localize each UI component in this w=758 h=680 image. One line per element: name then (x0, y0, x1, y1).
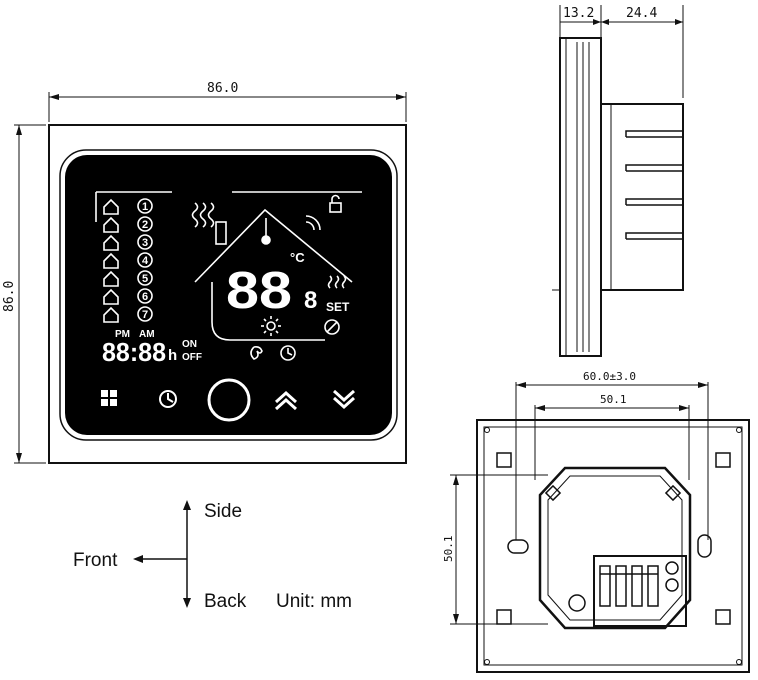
side-front-depth-dimension: 13.2 (563, 6, 594, 21)
program-number-6: 6 (142, 291, 148, 303)
front-frame (48, 124, 407, 464)
down-button[interactable] (332, 389, 356, 410)
legend-unit: Unit: mm (276, 591, 352, 612)
program-number-5: 5 (142, 273, 148, 285)
front-view: 1 2 3 4 5 6 7 PM AM 88:88 h ON OFF 88 8 … (14, 92, 407, 464)
power-ring-icon (207, 378, 251, 422)
front-height-dimension: 86.0 (2, 281, 17, 312)
orientation-legend (133, 500, 191, 608)
back-inner-width-dimension: 50.1 (600, 393, 627, 406)
terminal-block (593, 555, 687, 627)
program-number-2: 2 (142, 219, 148, 231)
program-number-circles (137, 198, 153, 322)
on-label: ON (182, 339, 197, 350)
lcd-segments (95, 191, 362, 361)
hour-suffix: h (168, 347, 177, 364)
back-height-dimension: 50.1 (442, 536, 455, 563)
legend-back: Back (204, 591, 247, 612)
clock-button[interactable] (159, 390, 177, 408)
grid-icon (101, 390, 117, 406)
front-bezel (59, 149, 398, 441)
set-label: SET (326, 300, 350, 314)
menu-button[interactable] (101, 390, 117, 406)
program-number-3: 3 (142, 237, 148, 249)
chevron-up-icon (274, 390, 298, 411)
back-housing-octagon (538, 466, 692, 630)
back-view (450, 382, 750, 673)
am-label: AM (139, 329, 155, 340)
pm-label: PM (115, 329, 130, 340)
side-back-housing (600, 103, 684, 291)
side-back-depth-dimension: 24.4 (626, 6, 657, 21)
touch-buttons (101, 378, 356, 422)
temperature-digits: 88 (226, 262, 292, 320)
power-button[interactable] (207, 378, 251, 422)
program-number-7: 7 (142, 309, 148, 321)
up-button[interactable] (274, 390, 298, 411)
reset-hole (568, 594, 586, 612)
chevron-down-icon (332, 389, 356, 410)
celsius-label: °C (290, 250, 305, 265)
side-view (552, 5, 684, 357)
legend-front: Front (73, 550, 118, 571)
back-plate (476, 419, 750, 673)
legend-side: Side (204, 501, 242, 522)
lcd-panel (65, 155, 392, 435)
clock-icon (159, 390, 177, 408)
program-number-4: 4 (142, 255, 149, 267)
temperature-decimal: 8 (304, 287, 317, 314)
lcd-text: 1 2 3 4 5 6 7 PM AM 88:88 h ON OFF 88 8 … (102, 201, 350, 367)
clock-digits: 88:88 (102, 337, 166, 367)
program-number-1: 1 (142, 201, 148, 213)
front-width-dimension: 86.0 (207, 81, 238, 96)
off-label: OFF (182, 352, 202, 363)
program-house-icons (103, 198, 119, 323)
side-fins (625, 130, 684, 240)
back-outer-width-dimension: 60.0±3.0 (583, 370, 636, 383)
